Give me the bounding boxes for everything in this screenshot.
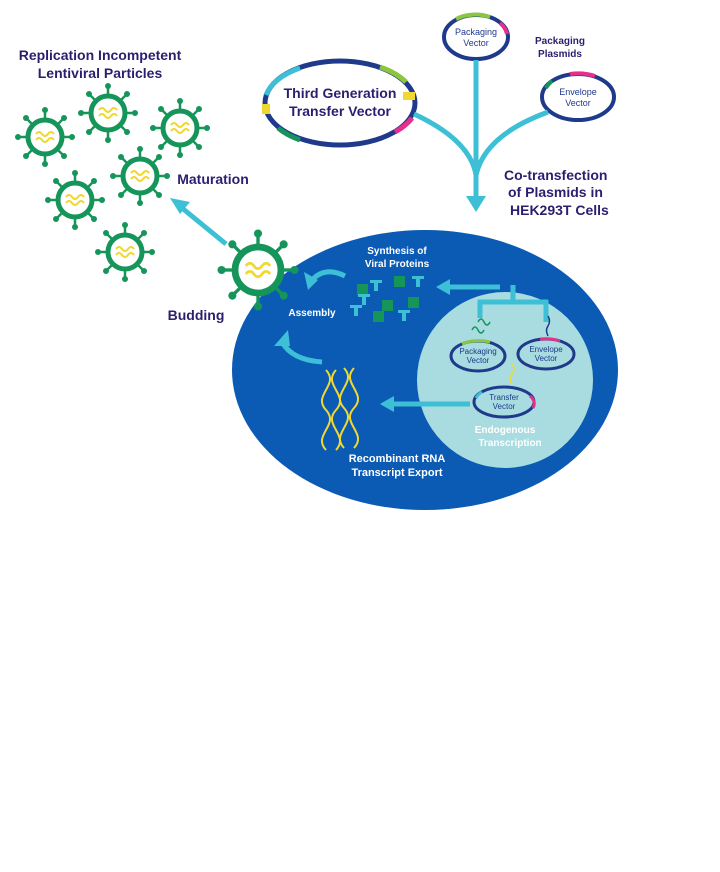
lentiviral-particle: [95, 222, 155, 282]
budding-label: Budding: [168, 307, 225, 323]
transfer-vector-label-line1: Third Generation: [284, 85, 397, 101]
particles-label-line1: Replication Incompetent: [19, 47, 182, 63]
recombinant-rna-strands: [320, 367, 360, 451]
rna-export-label-line2: Transcript Export: [351, 467, 442, 479]
particles-label-line2: Lentiviral Particles: [38, 65, 163, 81]
lentiviral-particle: [78, 83, 138, 143]
inner-transfer-label-line1: Transfer: [489, 393, 519, 402]
lentiviral-particle: [110, 146, 170, 206]
inner-envelope-label-line2: Vector: [535, 354, 558, 363]
lentiviral-particle: [45, 170, 105, 230]
lentiviral-particle: [150, 98, 210, 158]
synthesis-arrowhead: [436, 279, 450, 295]
inner-packaging-label-line1: Packaging: [459, 347, 496, 356]
maturation-arrowhead: [170, 198, 190, 214]
cotransfection-label-line1: Co-transfection: [504, 167, 607, 183]
cotransfection-arrows: [412, 60, 549, 200]
assembly-arrowhead-bottom: [274, 330, 290, 346]
inner-transfer-vector: Transfer Vector: [472, 363, 536, 419]
rna-export-label-line1: Recombinant RNA: [349, 453, 446, 465]
assembly-label: Assembly: [288, 308, 336, 319]
packaging-vector-plasmid: Packaging Vector: [442, 12, 510, 61]
synthesis-label-line1: Synthesis of: [367, 246, 427, 257]
packaging-vector-label-line1: Packaging: [455, 27, 497, 37]
viral-proteins: [350, 276, 424, 322]
inner-envelope-label-line1: Envelope: [529, 345, 563, 354]
cotransfection-label-line2: of Plasmids in: [508, 184, 603, 200]
endogenous-label-line2: Transcription: [478, 438, 541, 449]
assembly-arrowhead-top: [304, 272, 318, 290]
inner-envelope-vector: Envelope Vector: [516, 315, 576, 371]
maturation-arrow: [180, 206, 228, 246]
lentiviral-particle: [15, 107, 75, 167]
envelope-vector-label-line2: Vector: [565, 98, 591, 108]
packaging-vector-label-line2: Vector: [463, 38, 489, 48]
endogenous-label-line1: Endogenous: [475, 425, 536, 436]
maturation-label: Maturation: [177, 171, 249, 187]
envelope-vector-plasmid: Envelope Vector: [540, 71, 616, 122]
third-generation-transfer-vector: Third Generation Transfer Vector: [262, 58, 418, 148]
nucleus-tree-arrows: [477, 285, 549, 322]
packaging-plasmids-label-line2: Plasmids: [538, 49, 582, 60]
inner-packaging-vector: Packaging Vector: [449, 318, 507, 373]
inner-packaging-label-line2: Vector: [467, 356, 490, 365]
transfer-vector-label-line2: Transfer Vector: [289, 103, 391, 119]
nucleus: [417, 292, 593, 468]
cotransfection-label-line3: HEK293T Cells: [510, 202, 609, 218]
envelope-vector-label-line1: Envelope: [559, 87, 597, 97]
cotransfection-arrowhead: [466, 196, 486, 212]
rna-export-arrowhead: [380, 396, 394, 412]
inner-transfer-label-line2: Vector: [493, 402, 516, 411]
packaging-plasmids-label-line1: Packaging: [535, 36, 585, 47]
synthesis-label-line2: Viral Proteins: [365, 259, 430, 270]
budding-virus: [218, 230, 299, 311]
